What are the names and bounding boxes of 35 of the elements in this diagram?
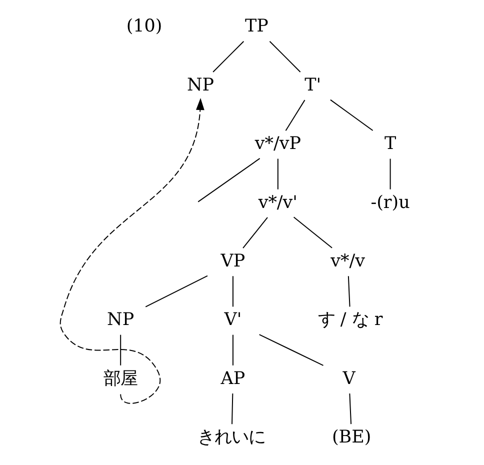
node-text: NP: [107, 310, 134, 330]
node-text: NP: [186, 75, 214, 96]
connector: [232, 276, 234, 308]
connector: [258, 334, 324, 366]
node-text: V': [224, 310, 242, 330]
node-text: v*/v: [330, 251, 366, 272]
node-text: -(r)u: [370, 192, 410, 213]
node-text: v*/v': [258, 192, 298, 213]
connector: [293, 216, 333, 248]
connector: [285, 100, 306, 132]
connector: [349, 393, 352, 425]
node-text: T': [304, 75, 322, 96]
node-text: AP: [220, 368, 246, 389]
node-text: 部屋: [104, 368, 138, 389]
node-text: T: [384, 134, 396, 154]
node-text: V: [342, 368, 356, 389]
node-text: す / な r: [318, 310, 383, 330]
connector: [212, 40, 244, 72]
node-text: VP: [220, 251, 246, 272]
connector: [145, 275, 208, 308]
connector: [269, 40, 301, 72]
node-text: v*/vP: [254, 134, 301, 154]
node-text: (BE): [332, 428, 372, 448]
label: (10): [126, 16, 162, 37]
connector: [277, 158, 278, 190]
connector: [120, 334, 122, 366]
connector: [330, 99, 374, 132]
connector: [232, 393, 234, 425]
connector: [348, 276, 350, 308]
connector: [390, 158, 391, 190]
connector: [232, 334, 234, 366]
node-text: TP: [244, 16, 268, 37]
connector: [198, 158, 260, 202]
node-text: きれいに: [198, 428, 266, 448]
connector: [242, 216, 268, 249]
